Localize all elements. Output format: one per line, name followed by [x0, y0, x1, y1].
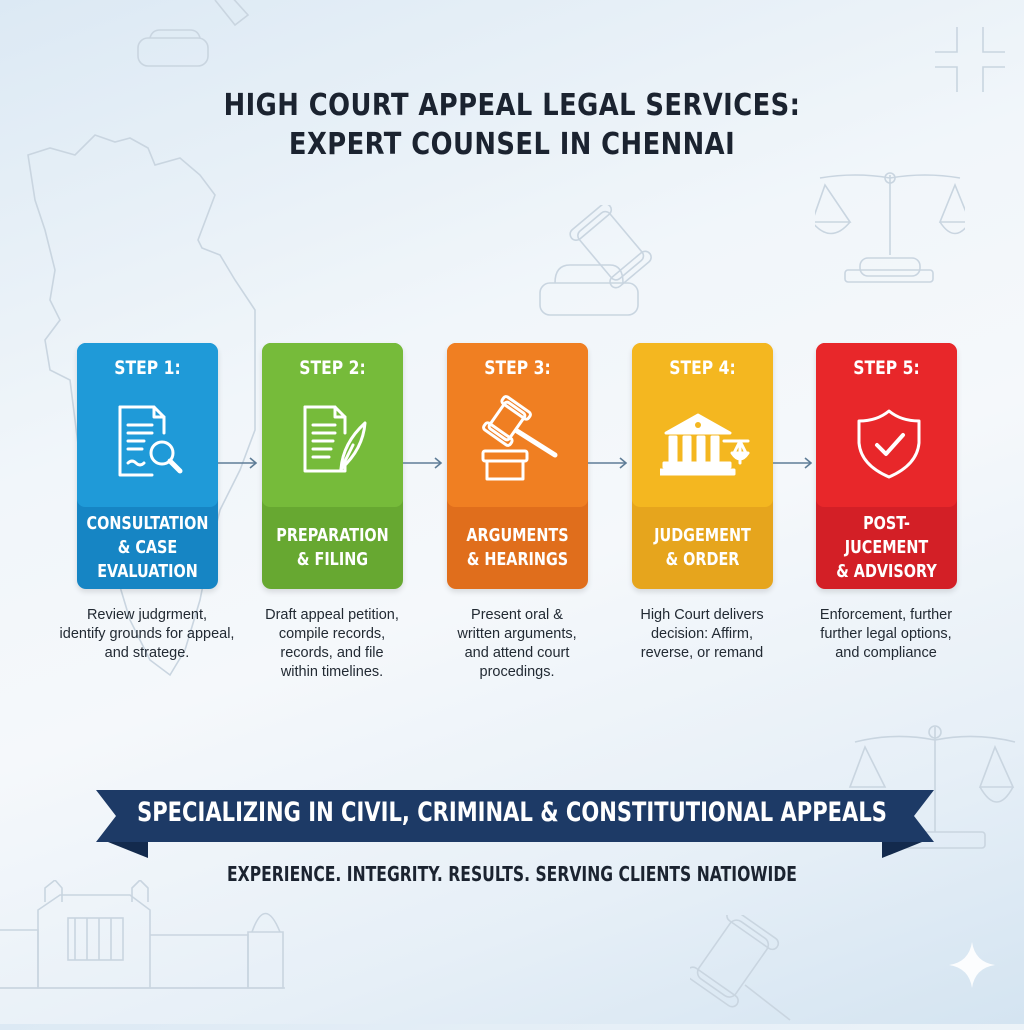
document-search-icon [112, 393, 184, 483]
card-5-header [816, 343, 957, 507]
high-court-building-decoration [0, 878, 290, 1000]
step-5-description: Enforcement, further further legal optio… [819, 607, 953, 661]
step-5-title: POST-JUCEMENT & ADVISORY [836, 513, 937, 582]
sparkle-decoration [947, 940, 997, 995]
gavel-decoration-mid [535, 203, 685, 335]
step-card-1: STEP 1: CONSULTATION & CASE EVALUATION [77, 343, 218, 589]
step-2-description: Draft appeal petition, compile records, … [265, 607, 399, 680]
arrow-right-icon [218, 456, 258, 469]
page-title: HIGH COURT APPEAL LEGAL SERVICES: EXPERT… [72, 86, 953, 164]
step-4-title: JUDGEMENT & ORDER [654, 525, 751, 570]
step-3-label: STEP 3: [484, 357, 551, 379]
step-card-4: STEP 4: JUDGEMENT & ORDER [632, 343, 773, 589]
arrow-right-icon [773, 456, 813, 469]
step-3-description: Present oral & written arguments, and at… [457, 607, 577, 680]
shield-check-icon [851, 393, 923, 483]
specialization-text: SPECIALIZING IN CIVIL, CRIMINAL & CONSTI… [137, 797, 887, 828]
document-quill-icon [297, 393, 369, 483]
gavel-icon [477, 393, 558, 483]
step-5-label: STEP 5: [853, 357, 920, 379]
courthouse-scales-icon [658, 393, 750, 483]
arrow-right-icon [403, 456, 443, 469]
step-3-title: ARGUMENTS & HEARINGS [466, 525, 569, 570]
step-4-label: STEP 4: [669, 357, 736, 379]
step-card-3: STEP 3: ARGUMENTS & HEARINGS [447, 343, 588, 589]
page-title-line-1: HIGH COURT APPEAL LEGAL SERVICES: [223, 88, 801, 123]
page-title-line-2: EXPERT COUNSEL IN CHENNAI [288, 127, 736, 162]
gavel-decoration-top [130, 0, 270, 85]
step-card-5: STEP 5: POST-JUCEMENT & ADVISORY [816, 343, 957, 589]
scales-of-justice-decoration-top [810, 170, 972, 300]
arrow-right-icon [588, 456, 628, 469]
specialization-ribbon-banner [96, 786, 934, 858]
tagline: EXPERIENCE. INTEGRITY. RESULTS. SERVING … [227, 862, 797, 886]
step-1-description: Review judgrment, identify grounds for a… [59, 607, 235, 661]
step-2-title: PREPARATION & FILING [276, 525, 389, 570]
step-1-label: STEP 1: [114, 357, 181, 379]
step-4-description: High Court delivers decision: Affirm, re… [640, 607, 764, 661]
step-1-title: CONSULTATION & CASE EVALUATION [86, 513, 209, 582]
step-2-label: STEP 2: [299, 357, 366, 379]
step-card-2: STEP 2: PREPARATION & FILING [262, 343, 403, 589]
gavel-decoration-bottom [686, 909, 800, 1030]
